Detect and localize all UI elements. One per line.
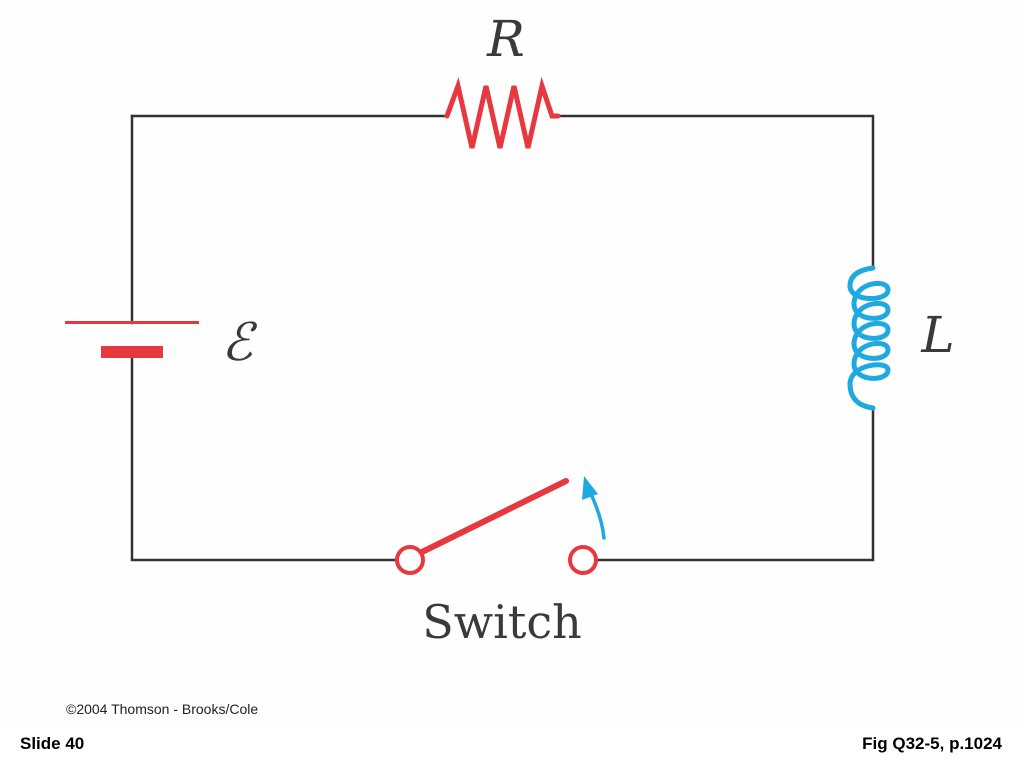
inductor-symbol <box>847 265 891 411</box>
switch-label: Switch <box>422 595 581 649</box>
wire-right-lower <box>594 406 875 562</box>
battery-short-plate <box>101 346 163 358</box>
battery-symbol <box>65 321 199 358</box>
resistor-symbol <box>444 76 561 149</box>
wire-bottom-left <box>130 350 398 562</box>
emf-label: ℰ <box>221 313 257 373</box>
slide-number: Slide 40 <box>20 734 85 753</box>
copyright-text: ©2004 Thomson - Brooks/Cole <box>66 701 259 717</box>
figure-reference: Fig Q32-5, p.1024 <box>862 734 1002 753</box>
switch-left-terminal <box>395 545 425 575</box>
circuit-wires <box>130 114 875 562</box>
resistor-label: R <box>486 10 525 68</box>
switch-blade <box>417 478 569 556</box>
switch-right-terminal <box>568 545 598 575</box>
rl-circuit-diagram: R ℰ L Switch <box>65 10 955 649</box>
circuit-figure: R ℰ L Switch ©2004 Thomson - Brooks/Cole <box>65 10 955 717</box>
switch-symbol <box>395 478 598 575</box>
inductor-label: L <box>920 306 954 364</box>
wire-top-right <box>556 114 875 270</box>
switch-arrow-icon <box>582 476 606 540</box>
battery-long-plate <box>65 321 199 324</box>
